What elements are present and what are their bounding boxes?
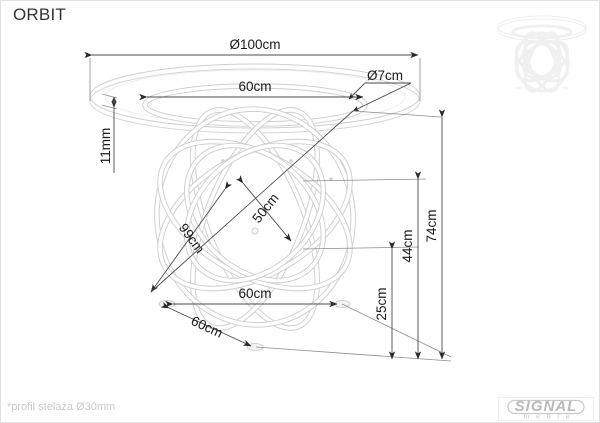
footnote-text: *profil stelaża Ø30mm xyxy=(7,401,116,413)
dimension-label-frame-top-width: 60cm xyxy=(238,79,271,94)
dimension-mid-height: 44cm xyxy=(400,171,422,360)
dimension-label-tabletop-thickness: 11mm xyxy=(98,128,113,165)
dimension-frame-top-width: 60cm xyxy=(139,79,364,101)
logo-sub-text: m e b l e xyxy=(524,414,572,421)
dimension-ring-minor: 50cm xyxy=(235,175,292,242)
page-title: ORBIT xyxy=(13,5,66,24)
dimension-label-base-width: 60cm xyxy=(238,286,271,301)
dimension-label-foot-height: 25cm xyxy=(374,287,389,320)
table-drawing-geometry xyxy=(89,63,421,351)
dimension-label-total-height: 74cm xyxy=(424,209,439,242)
dimension-top-diameter: Ø100cm xyxy=(84,37,421,101)
dimension-total-height: 74cm xyxy=(424,109,446,360)
dimension-label-top-diameter: Ø100cm xyxy=(229,37,280,52)
logo-brand-text: SIGNAL xyxy=(515,398,578,415)
dimension-label-mid-height: 44cm xyxy=(400,229,415,262)
diagonal-construction-line xyxy=(150,110,354,293)
orbit-table-thumbnail xyxy=(497,15,587,93)
dimension-label-glass-edge: Ø7cm xyxy=(367,68,403,83)
dimension-tabletop-thickness: 11mm xyxy=(98,93,118,173)
signal-meble-logo: SIGNAL m e b l e xyxy=(498,397,594,421)
dimension-glass-edge-callout: Ø7cm xyxy=(348,68,412,112)
dimension-foot-height: 25cm xyxy=(374,241,396,360)
